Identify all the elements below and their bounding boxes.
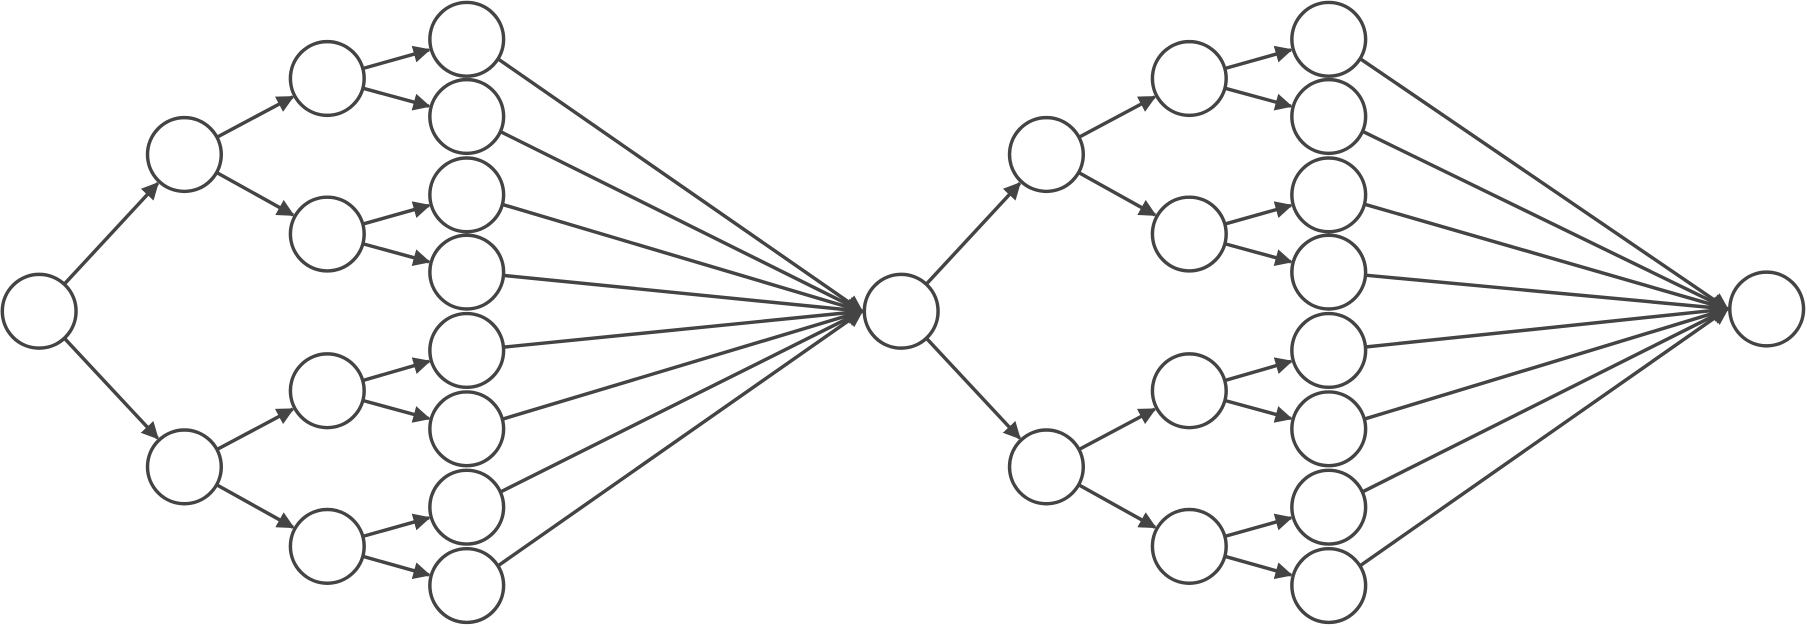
tree-node-l2 <box>1150 39 1228 118</box>
tree-edge <box>1224 201 1293 226</box>
tree-edge <box>62 182 160 286</box>
tree-node-l3 <box>428 546 506 625</box>
tree-edge <box>1224 357 1293 383</box>
tree-edge <box>216 95 295 139</box>
tree-node-l1 <box>145 428 223 506</box>
tree-node-l2 <box>1150 195 1228 273</box>
tree-node-l1 <box>1007 115 1086 194</box>
tree-node-l2 <box>288 195 366 273</box>
tree-node-l2 <box>1150 507 1228 585</box>
tree-node-l3 <box>1290 156 1368 234</box>
tree-edge <box>362 398 431 423</box>
fan-in-edge <box>1365 273 1730 317</box>
tree-edge <box>1224 86 1293 111</box>
tree-edge <box>63 337 159 440</box>
fan-in-edge <box>1363 202 1730 313</box>
fan-in-edge <box>503 273 864 319</box>
tree-edge <box>924 182 1022 286</box>
tree-edge <box>925 337 1021 440</box>
tree-node-l3 <box>1290 468 1368 546</box>
tree-node-l2 <box>1150 352 1228 430</box>
tree-node-l3 <box>428 390 506 468</box>
tree-edge <box>1224 45 1293 71</box>
fan-in-edge <box>1359 57 1729 311</box>
tree-node-l3 <box>428 468 506 546</box>
tree-edge <box>362 554 431 580</box>
tree-edge <box>362 45 431 71</box>
tree-edge <box>1224 554 1293 580</box>
fan-in-edge <box>1363 305 1730 421</box>
tree-edge <box>1224 242 1293 267</box>
tree-edge <box>1078 95 1157 139</box>
tree-edge <box>215 170 295 217</box>
tree-edge <box>1224 513 1293 539</box>
final-sink-node <box>1728 270 1806 348</box>
fan-in-edge <box>1365 301 1730 349</box>
tree-edge <box>216 407 295 452</box>
tree-node-l3 <box>1290 0 1368 78</box>
fan-in-edge <box>496 309 864 568</box>
tree-node-l2 <box>288 39 366 118</box>
tree-edge <box>215 483 295 529</box>
tree-edge <box>1078 407 1157 452</box>
fan-in-edge <box>499 130 864 313</box>
tree-node-l3 <box>1290 311 1368 390</box>
fan-in-edge <box>497 57 864 313</box>
tree-edge <box>362 357 431 383</box>
tree-node-l3 <box>428 77 506 156</box>
fan-in-edge <box>503 304 864 349</box>
tree-edge <box>1077 483 1157 529</box>
tree-edge <box>362 201 431 226</box>
tree-node-l3 <box>428 0 506 78</box>
tree-node-l1 <box>145 115 223 194</box>
tree-node-l3 <box>1290 77 1368 156</box>
tree-node-l2 <box>288 507 366 585</box>
tree-node-l3 <box>1290 233 1368 311</box>
tree-edge <box>1224 398 1293 423</box>
fan-in-edge <box>1361 307 1730 494</box>
tree-node-l3 <box>428 156 506 234</box>
tree-node-l3 <box>428 311 506 390</box>
fan-in-edge <box>501 307 864 421</box>
fan-in-edge <box>501 202 864 316</box>
tree-edge <box>362 242 431 267</box>
merge-node <box>862 272 940 350</box>
tree-node-l3 <box>1290 546 1368 625</box>
fan-in-edge <box>1358 307 1729 568</box>
fan-in-edge <box>1361 129 1730 311</box>
root-node <box>0 272 78 350</box>
tree-edge <box>362 513 431 539</box>
tree-node-l1 <box>1007 428 1086 506</box>
tree-edge <box>362 86 431 111</box>
tree-edge <box>1077 170 1157 217</box>
tree-node-l3 <box>1290 390 1368 468</box>
tree-node-l3 <box>428 233 506 311</box>
fan-in-edge <box>499 309 864 494</box>
edges-layer <box>62 45 1730 580</box>
tree-node-l2 <box>288 352 366 430</box>
